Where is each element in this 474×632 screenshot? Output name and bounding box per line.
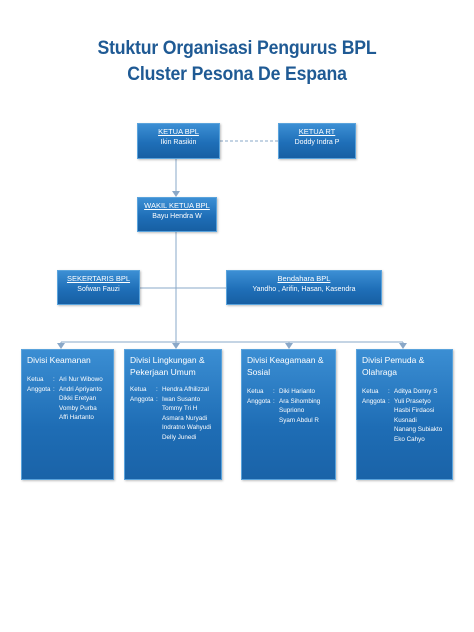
ketua-label: Ketua <box>247 388 264 395</box>
division-lingkungan-box: Divisi Lingkungan & Pekerjaan Umum Ketua… <box>124 349 222 480</box>
ketua-label: Ketua <box>27 376 44 383</box>
ketua-bpl-name: Ikin Rasikin <box>160 139 197 146</box>
member-name: Dikki Eretyan <box>59 395 97 403</box>
bendahara-role: Bendahara BPL <box>277 274 331 283</box>
member-name: Indratno Wahyudi <box>162 424 212 432</box>
division-title: Divisi Pemuda & Olahraga <box>362 355 425 377</box>
member-name: Ara Sihombing <box>279 397 321 405</box>
bendahara-box: Bendahara BPL Yandho , Arifin, Hasan, Ka… <box>226 270 382 305</box>
member-name: Nanang Subiakto <box>394 426 443 434</box>
colon: : <box>388 388 390 395</box>
colon: : <box>273 397 275 405</box>
member-name: Asmara Nuryadi <box>162 414 208 422</box>
arrow-div4 <box>399 343 407 349</box>
anggota-label: Anggota <box>362 397 386 405</box>
ketua-bpl-role: KETUA BPL <box>158 127 199 136</box>
anggota-label: Anggota <box>130 395 154 403</box>
ketua-name: Diki Harianto <box>279 388 316 395</box>
colon: : <box>53 376 55 383</box>
sekretaris-name: Sofwan Fauzi <box>77 286 120 293</box>
wakil-ketua-role: WAKIL KETUA BPL <box>144 201 210 210</box>
chart-title-line2: Cluster Pesona De Espana <box>127 64 347 85</box>
ketua-rt-name: Doddy Indra P <box>294 139 340 146</box>
ketua-name: Aditya Donny S <box>394 388 438 395</box>
member-name: Supriono <box>279 407 305 415</box>
arrow-div2 <box>172 343 180 349</box>
ketua-rt-role: KETUA RT <box>298 127 336 136</box>
sekretaris-box: SEKERTARIS BPL Sofwan Fauzi <box>57 270 140 305</box>
ketua-rt-box: KETUA RT Doddy Indra P <box>278 123 356 159</box>
wakil-ketua-box: WAKIL KETUA BPL Bayu Hendra W <box>137 197 217 232</box>
ketua-bpl-box: KETUA BPL Ikin Rasikin <box>137 123 220 159</box>
member-name: Eko Cahyo <box>394 435 425 443</box>
member-name: Delly Junedi <box>162 433 197 441</box>
division-keagamaan-box: Divisi Keagamaan & Sosial Ketua: Diki Har… <box>241 349 336 480</box>
colon: : <box>156 395 158 403</box>
division-pemuda-box: Divisi Pemuda & Olahraga Ketua: Aditya Do… <box>356 349 453 480</box>
division-title: Divisi Keamanan <box>27 355 91 365</box>
anggota-label: Anggota <box>247 397 271 405</box>
chart-title-line1: Stuktur Organisasi Pengurus BPL <box>97 38 377 59</box>
member-name: Kusnadi <box>394 416 417 424</box>
colon: : <box>156 386 158 393</box>
anggota-label: Anggota <box>27 385 51 393</box>
ketua-name: Hendra Afhilizzal <box>162 386 209 393</box>
member-name: Iwan Susanto <box>162 395 201 403</box>
member-name: Tommy Tri H <box>162 405 198 413</box>
wakil-ketua-name: Bayu Hendra W <box>152 213 202 220</box>
colon: : <box>273 388 275 395</box>
member-name: Yuli Prasetyo <box>394 397 431 405</box>
arrow-div1 <box>57 343 65 349</box>
member-name: Andri Apriyanto <box>59 385 102 393</box>
colon: : <box>53 385 55 393</box>
member-name: Vomby Purba <box>59 404 97 412</box>
member-name: Affi Hartanto <box>59 414 94 422</box>
member-name: Syam Abdul R <box>279 416 319 424</box>
division-keamanan-box: Divisi Keamanan Ketua: Ari Nur Wibowo Ang… <box>21 349 114 480</box>
arrow-wakil <box>172 191 180 197</box>
ketua-name: Ari Nur Wibowo <box>59 376 103 383</box>
bendahara-name: Yandho , Arifin, Hasan, Kasendra <box>252 286 356 293</box>
arrow-div3 <box>285 343 293 349</box>
member-name: Hasbi Firdaosi <box>394 407 435 415</box>
sekretaris-role: SEKERTARIS BPL <box>66 274 131 283</box>
division-title: Divisi Lingkungan & Pekerjaan Umum <box>130 355 205 377</box>
division-title: Divisi Keagamaan & Sosial <box>247 355 324 377</box>
ketua-label: Ketua <box>362 388 379 395</box>
ketua-label: Ketua <box>130 386 147 393</box>
colon: : <box>388 397 390 405</box>
